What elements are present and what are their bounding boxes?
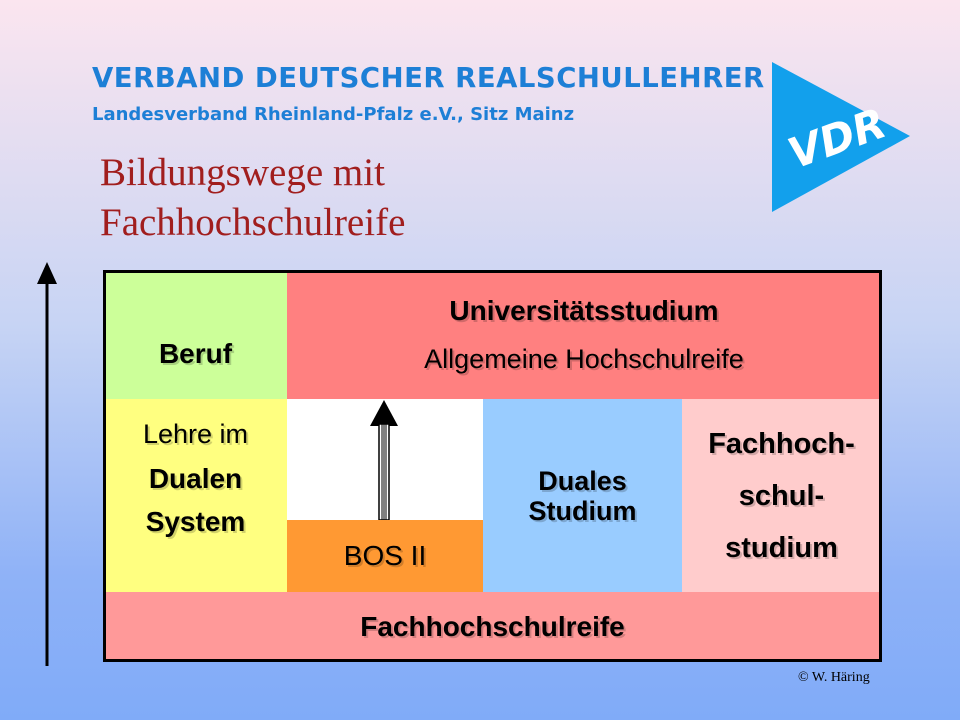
vdr-logo: VDR xyxy=(772,62,910,212)
label-bos-ii: BOS II xyxy=(343,540,427,571)
slide-title: Bildungswege mit Fachhochschulreife xyxy=(100,148,405,248)
label-fh-line-2: schul- xyxy=(738,479,825,512)
cell-fachhochschulreife: Fachhochschulreife xyxy=(104,592,881,661)
title-line-1: Bildungswege mit xyxy=(100,151,385,194)
label-fh-line-1: Fachhoch- xyxy=(708,427,855,460)
label-allgemeine-hochschulreife: Allgemeine Hochschulreife xyxy=(424,344,744,374)
label-fachhochschulreife: Fachhochschulreife xyxy=(360,610,625,642)
copyright: © W. Häring xyxy=(798,670,870,685)
cell-beruf: Beruf xyxy=(104,271,287,399)
cell-lehre-dualen-system: Lehre im Dualen System xyxy=(104,399,287,592)
cell-universitaetsstudium: Universitätsstudium Allgemeine Hochschul… xyxy=(287,271,881,399)
title-line-2: Fachhochschulreife xyxy=(100,201,406,244)
vertical-arrow-icon xyxy=(37,262,57,666)
cell-fachhochschulstudium: Fachhoch- schul- studium xyxy=(682,399,881,592)
org-name: VERBAND DEUTSCHER REALSCHULLEHRER xyxy=(92,62,765,94)
label-universitaetsstudium: Universitätsstudium xyxy=(449,295,719,326)
label-lehre-line-2: Dualen xyxy=(148,463,243,494)
label-lehre-line-3: System xyxy=(145,506,246,537)
label-duales-line-2: Studium xyxy=(528,495,637,526)
org-subtitle: Landesverband Rheinland-Pfalz e.V., Sitz… xyxy=(92,104,575,125)
cell-duales-studium: Duales Studium xyxy=(483,399,682,592)
label-beruf: Beruf xyxy=(158,338,233,369)
label-lehre-line-1: Lehre im xyxy=(142,419,249,449)
label-fh-line-3: studium xyxy=(725,531,838,564)
label-duales-line-1: Duales xyxy=(538,465,627,496)
up-arrow-icon xyxy=(370,400,398,520)
cell-bos-ii: BOS II xyxy=(287,520,483,592)
